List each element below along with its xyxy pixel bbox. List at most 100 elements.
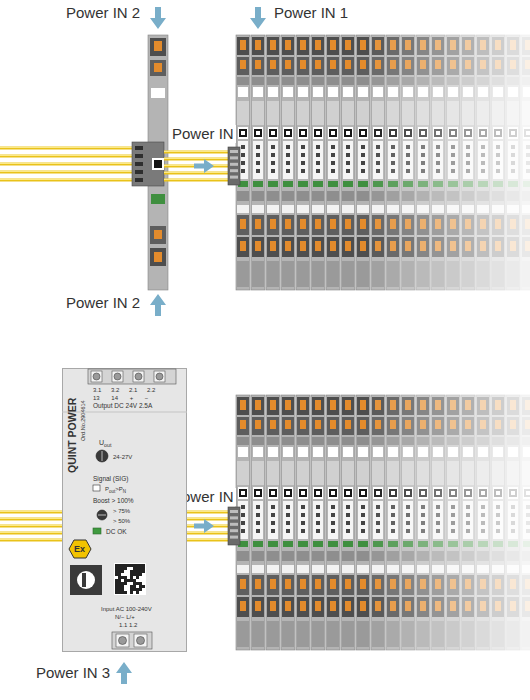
terminal-body bbox=[356, 35, 370, 290]
marker-label bbox=[373, 447, 383, 457]
push-lever bbox=[375, 400, 381, 410]
pin-names: N/− L/+ bbox=[115, 614, 135, 620]
marker-dot bbox=[526, 521, 530, 525]
marker-strip bbox=[387, 565, 399, 573]
push-lever bbox=[240, 420, 246, 429]
marker-label bbox=[328, 127, 338, 139]
push-lever bbox=[525, 219, 530, 229]
terminal-foot bbox=[297, 621, 309, 647]
socket-mark bbox=[376, 491, 380, 495]
feed-in-socket bbox=[284, 489, 292, 497]
push-lever bbox=[390, 60, 396, 69]
marker-strip bbox=[313, 141, 323, 179]
terminal-part bbox=[282, 437, 294, 445]
terminal-part bbox=[432, 437, 444, 445]
feed-in-socket bbox=[464, 129, 472, 137]
terminal-part bbox=[417, 461, 429, 485]
marker-label bbox=[403, 87, 413, 97]
push-lever bbox=[270, 60, 276, 69]
text-line: 13 14 + − bbox=[93, 395, 148, 401]
marker-label bbox=[358, 127, 368, 139]
push-lever bbox=[480, 60, 486, 69]
push-lever bbox=[480, 241, 486, 251]
terminal-bottom bbox=[252, 575, 264, 595]
terminal-top bbox=[387, 397, 399, 415]
marker-dot bbox=[256, 521, 260, 525]
terminal-part bbox=[387, 551, 399, 561]
push-lever bbox=[525, 241, 530, 251]
marker-label bbox=[238, 87, 248, 97]
marker-label bbox=[313, 447, 323, 457]
terminal-part bbox=[267, 437, 279, 445]
terminal-part bbox=[327, 77, 339, 85]
terminal-body bbox=[371, 395, 385, 650]
qr-cell bbox=[118, 567, 121, 570]
push-lever bbox=[330, 219, 336, 229]
push-lever bbox=[465, 420, 471, 429]
marker-dot bbox=[301, 169, 305, 173]
feed-in-socket bbox=[404, 129, 412, 137]
qr-cell bbox=[115, 591, 118, 594]
marker-dot bbox=[241, 169, 245, 173]
qr-cell bbox=[130, 585, 133, 588]
marker-label bbox=[358, 487, 368, 499]
terminal-bottom bbox=[432, 215, 444, 235]
marker-strip bbox=[477, 565, 489, 573]
green-marker bbox=[253, 541, 263, 547]
push-lever bbox=[435, 219, 441, 229]
terminal-part bbox=[447, 437, 459, 445]
marker-dot bbox=[391, 145, 395, 149]
terminal-part bbox=[447, 461, 459, 485]
terminal-part bbox=[297, 437, 309, 445]
terminal-bottom bbox=[462, 237, 474, 257]
push-lever bbox=[420, 601, 426, 611]
terminal-bottom bbox=[522, 215, 530, 235]
feed-in-socket bbox=[329, 129, 337, 137]
terminal-top bbox=[447, 57, 459, 75]
terminal-bottom bbox=[447, 215, 459, 235]
marker-dot bbox=[331, 529, 335, 533]
green-marker bbox=[151, 194, 165, 204]
socket-mark bbox=[466, 491, 470, 495]
text-line: DC OK bbox=[106, 529, 127, 536]
terminal-top bbox=[312, 37, 324, 55]
terminal-body bbox=[266, 35, 280, 290]
push-lever bbox=[450, 601, 456, 611]
feed-in-socket bbox=[299, 489, 307, 497]
push-lever bbox=[420, 40, 426, 50]
marker-label bbox=[238, 127, 248, 139]
push-lever bbox=[450, 400, 456, 410]
push-lever bbox=[525, 40, 530, 50]
terminal-foot bbox=[462, 261, 474, 287]
green-marker bbox=[463, 541, 473, 547]
marker-dot bbox=[361, 169, 365, 173]
marker-dot bbox=[406, 505, 410, 509]
terminal-foot bbox=[237, 621, 249, 647]
push-lever bbox=[435, 579, 441, 589]
push-lever bbox=[345, 400, 351, 410]
marker-label bbox=[433, 447, 443, 457]
terminal-part bbox=[267, 77, 279, 85]
green-marker bbox=[478, 541, 488, 547]
marker-strip bbox=[507, 205, 519, 213]
marker-dot bbox=[451, 521, 455, 525]
push-lever bbox=[525, 400, 530, 410]
terminal-bottom bbox=[267, 215, 279, 235]
marker-dot bbox=[316, 145, 320, 149]
flow-arrow bbox=[116, 662, 132, 684]
push-lever bbox=[465, 219, 471, 229]
push-lever bbox=[465, 40, 471, 50]
marker-strip bbox=[267, 205, 279, 213]
push-lever bbox=[450, 219, 456, 229]
terminal-bottom bbox=[462, 575, 474, 595]
marker-strip bbox=[342, 205, 354, 213]
terminal-part bbox=[252, 461, 264, 485]
socket-mark bbox=[301, 491, 305, 495]
qr-cell bbox=[115, 582, 118, 585]
terminal-part bbox=[477, 461, 489, 485]
terminal-top bbox=[402, 417, 414, 435]
qr-cell bbox=[115, 564, 118, 567]
marker-dot bbox=[346, 145, 350, 149]
push-lever bbox=[405, 579, 411, 589]
terminal-body bbox=[521, 395, 530, 650]
